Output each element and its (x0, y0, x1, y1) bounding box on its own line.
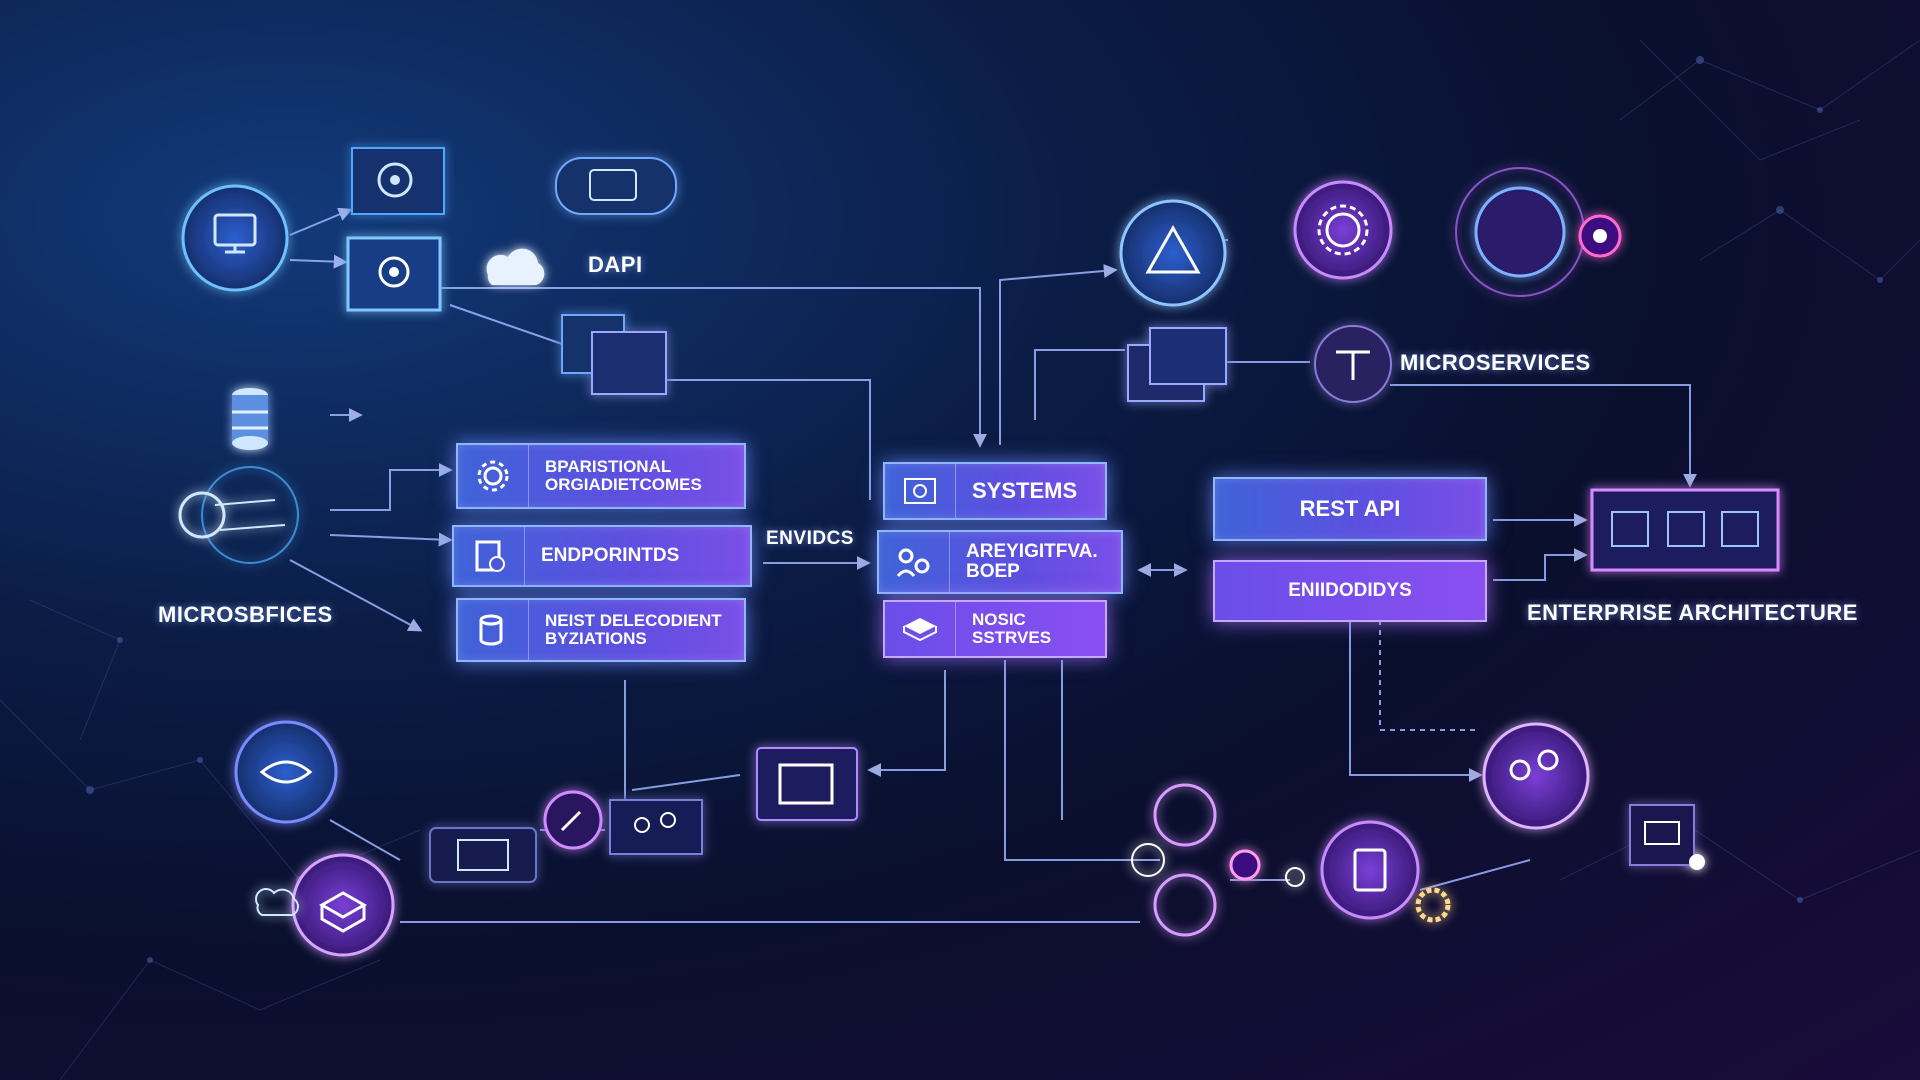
nosic-line2: SSTRVES (972, 628, 1052, 647)
document-stack-icon[interactable] (561, 314, 667, 395)
laptop-panel-icon[interactable] (429, 827, 537, 883)
systems-box[interactable]: SYSTEMS (883, 462, 1107, 520)
database-icon (232, 388, 268, 450)
network-people-icon (879, 532, 950, 592)
nosic-line1: NOSIC (972, 610, 1026, 630)
monitor-circle-icon[interactable] (181, 184, 289, 292)
ai-chip-icon[interactable] (351, 147, 445, 215)
neist-line2: BYZIATIONS (545, 629, 647, 648)
clipboard-circle-icon[interactable] (1320, 820, 1420, 920)
dapi-label: DAPI (588, 252, 643, 277)
gear-icon (458, 445, 529, 507)
gear-small-icon (1415, 887, 1451, 923)
endporintds-box[interactable]: ENDPORINTDS (452, 525, 752, 587)
eniidodidys-box[interactable]: ENIIDODIDYS (1213, 560, 1487, 622)
enterprise-panel-icon[interactable] (1590, 488, 1780, 572)
bparistional-line1: BPARISTIONAL (545, 457, 672, 477)
microservices-left-label: MICROSBFICES (158, 602, 333, 627)
sun-circuit-icon[interactable] (346, 236, 442, 312)
brain-circuit-icon[interactable] (178, 466, 299, 564)
package-circle-icon[interactable] (291, 853, 395, 957)
network-node-icon[interactable] (1455, 167, 1622, 297)
eye-circle-icon[interactable] (234, 720, 338, 824)
server-icon (885, 602, 956, 656)
settings-screen-icon (885, 464, 956, 518)
cloud-small-icon (255, 888, 299, 916)
eniidodidys-label: ENIIDODIDYS (1288, 580, 1412, 601)
areyigitfva-line2: BOEP (966, 561, 1020, 582)
endporintds-line1: ENDPORINTDS (541, 545, 680, 567)
box-panel-icon[interactable] (756, 747, 858, 821)
envidcs-label: ENVIDCS (766, 528, 854, 549)
server-screen-icon[interactable] (1127, 327, 1227, 402)
enterprise-architecture-label: ENTERPRISE ARCHITECTURE (1527, 600, 1858, 625)
circuit-cluster-icon[interactable] (1131, 783, 1305, 937)
database-small-icon (458, 600, 529, 660)
rest-api-box[interactable]: REST API (1213, 477, 1487, 541)
document-clock-icon (454, 527, 525, 585)
connector-lines (289, 207, 1697, 923)
cloud-icon (486, 248, 545, 285)
monitor-small-icon[interactable] (1629, 804, 1705, 870)
areyigitfva-line1: AREYIGITFVA. (966, 541, 1098, 563)
microservices-right-label: MICROSERVICES (1400, 350, 1591, 375)
chat-device-icon[interactable] (555, 157, 677, 215)
neist-line1: NEIST DELECODIENT (545, 611, 722, 631)
systems-line1: SYSTEMS (972, 478, 1078, 504)
rest-api-label: REST API (1299, 496, 1401, 521)
gear-circle-icon[interactable] (1293, 180, 1393, 280)
nodes-panel-icon[interactable] (609, 799, 703, 855)
satellite-circle-icon[interactable] (1314, 325, 1392, 403)
areyigitfva-box[interactable]: AREYIGITFVA.BOEP (877, 530, 1123, 594)
pen-circle-icon[interactable] (543, 790, 603, 850)
bparistional-line2: ORGIADIETCOMES (545, 475, 702, 494)
people-circle-icon[interactable] (1482, 722, 1590, 830)
triangle-circle-icon[interactable] (1119, 199, 1227, 307)
